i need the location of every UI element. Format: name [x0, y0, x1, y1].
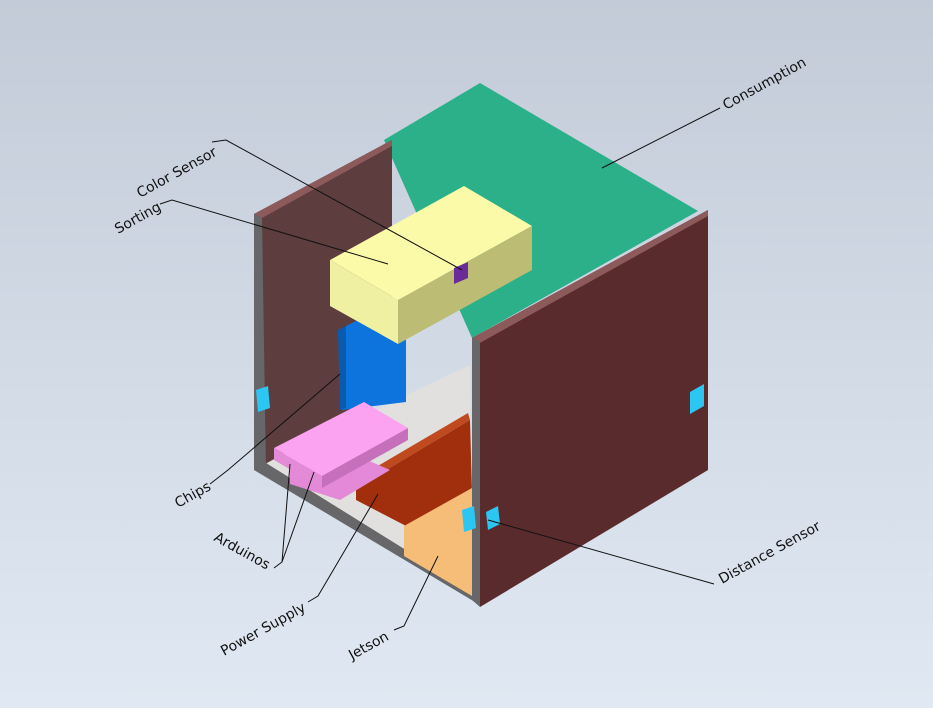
distance-sensor-front-left — [462, 506, 476, 532]
leader-power-supply — [307, 493, 379, 603]
right-wall-front-edge — [472, 338, 480, 607]
sorting-box-top — [330, 186, 532, 300]
leader-jetson — [393, 555, 439, 631]
right-wall-top-edge — [472, 210, 708, 344]
distance-sensor-right — [690, 384, 704, 414]
distance-sensor-front-right — [486, 506, 500, 530]
label-sorting: Sorting — [112, 199, 164, 237]
sorting-box-side — [398, 226, 532, 344]
label-color-sensor: Color Sensor — [134, 144, 220, 201]
leader-arduinos-b — [281, 471, 315, 563]
leader-consumption — [601, 107, 721, 169]
label-arduinos: Arduinos — [211, 530, 273, 574]
power-supply — [356, 420, 472, 528]
label-chips: Chips — [172, 479, 214, 512]
sorting-box-front — [330, 260, 398, 344]
leader-distance-sensor — [487, 519, 715, 585]
distance-sensor-left — [256, 386, 270, 412]
label-jetson: Jetson — [345, 629, 391, 664]
label-consumption: Consumption — [720, 55, 809, 114]
leader-color-sensor — [211, 139, 463, 271]
bottom-front-edge — [254, 463, 480, 605]
arduinos-front — [274, 448, 322, 488]
label-distance-sensor: Distance Sensor — [716, 518, 823, 587]
leader-chips — [209, 373, 341, 485]
label-power-supply: Power Supply — [218, 600, 308, 660]
arduinos — [274, 402, 408, 476]
chips — [338, 320, 406, 410]
left-wall-top-edge — [254, 140, 392, 218]
jetson — [404, 488, 472, 596]
chips-side — [338, 326, 346, 410]
leader-sorting — [159, 199, 389, 265]
arduinos-side — [322, 428, 408, 488]
